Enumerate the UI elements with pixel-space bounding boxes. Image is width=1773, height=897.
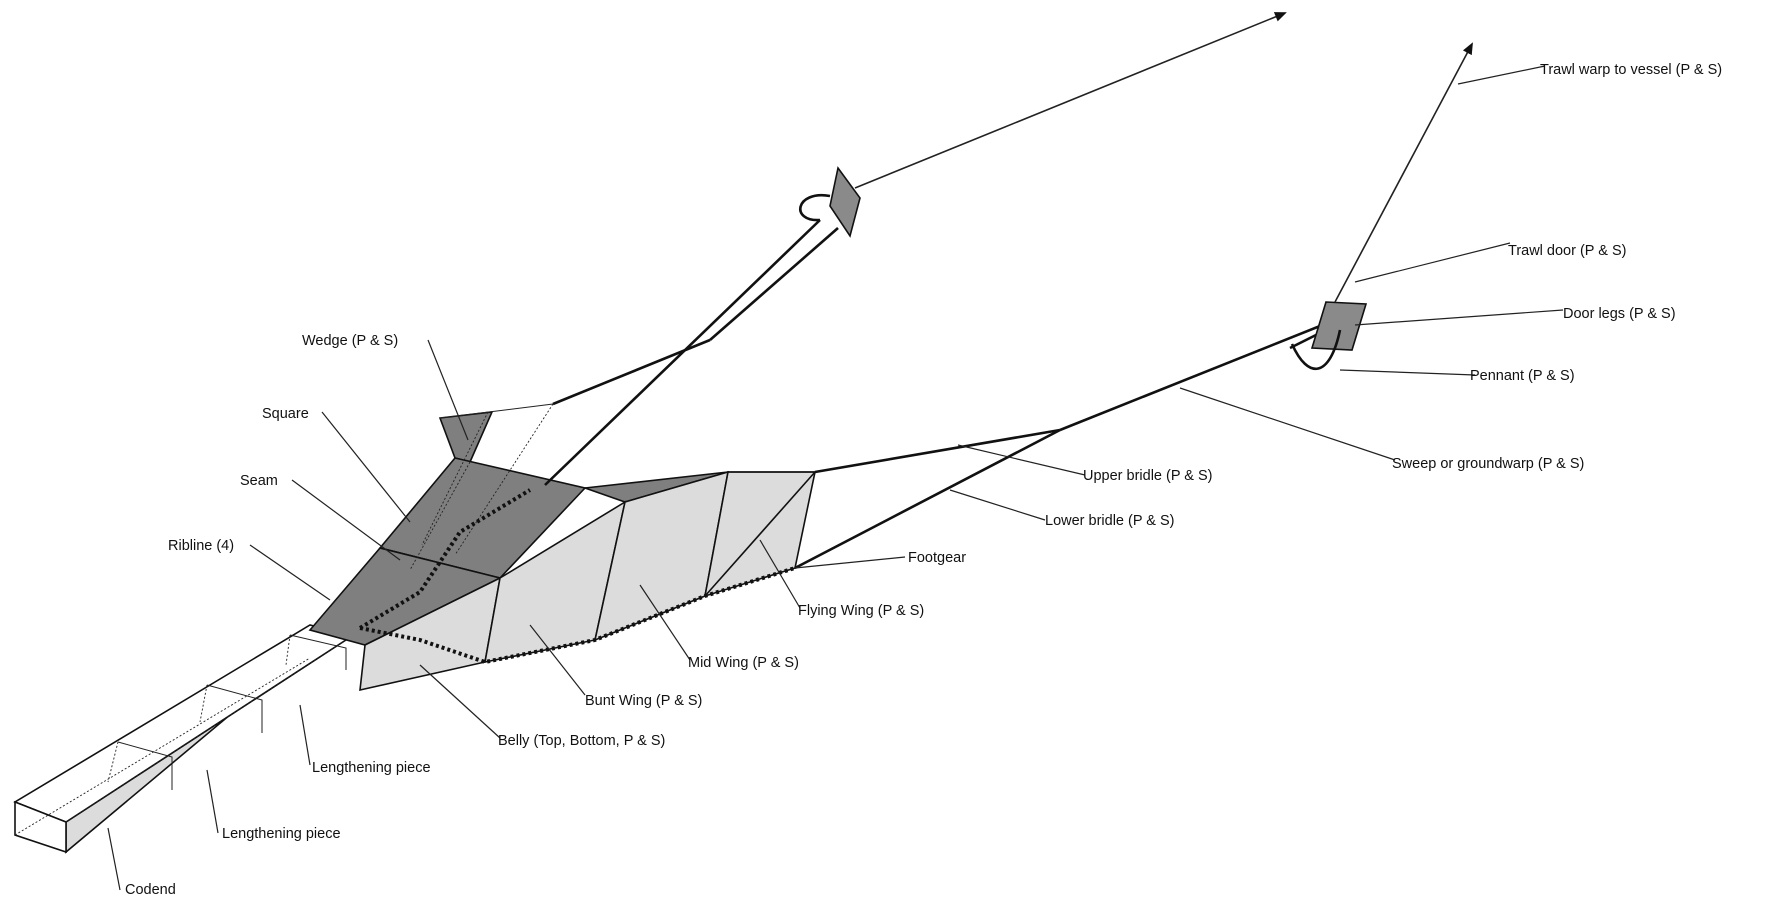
codend-tube [13,624,354,854]
tube-side-face [65,635,353,854]
leader-wedge [427,339,469,441]
leader-mid-wing [639,584,691,661]
leader-bunt-wing [529,624,586,696]
hidden-edge [421,411,489,546]
sweep-port [709,227,839,341]
label-footgear: Footgear [908,550,966,566]
lower-bridle-stbd [794,428,1061,570]
hidden-edge [107,741,119,783]
hidden-edge [409,461,471,571]
label-bunt-wing: Bunt Wing (P & S) [585,693,702,709]
hidden-edge [14,657,311,836]
label-lower-bridle: Lower bridle (P & S) [1045,513,1174,529]
leader-door-legs [1354,309,1564,326]
label-flying-wing: Flying Wing (P & S) [798,603,924,619]
tube-end-face [14,800,67,854]
leader-codend [107,827,121,891]
labels: Trawl warp to vessel (P & S) Trawl door … [125,62,1722,897]
trawl-door-stbd [1310,301,1368,351]
label-trawl-warp: Trawl warp to vessel (P & S) [1540,62,1722,78]
leader-trawl-warp [1457,65,1546,85]
leader-seam [291,479,401,561]
starboard-rigging [794,42,1473,570]
leader-belly [419,664,501,739]
trawl-warp-stbd [1334,42,1473,303]
pennant-port [799,193,831,222]
label-ribline: Ribline (4) [168,538,234,554]
label-square: Square [262,406,309,422]
sweep-stbd [1059,316,1341,432]
pennant-stbd [1290,329,1342,371]
leader-sweep [1179,387,1396,461]
section-divider [206,684,263,733]
hidden-edge [65,635,353,823]
leader-lower-bridle [949,489,1046,521]
port-rigging [439,12,1287,486]
section-divider [289,634,347,670]
leader-trawl-door [1354,242,1511,283]
footgear-line [359,566,796,665]
leader-lines [107,65,1564,891]
headline-dotted [358,488,532,630]
leader-footgear [794,556,906,569]
label-lengthening-piece-1: Lengthening piece [312,760,431,776]
label-door-legs: Door legs (P & S) [1563,306,1676,322]
trawl-warp-port [854,12,1287,189]
lower-bridle-port [544,219,821,486]
tube-top-face [13,624,354,823]
upper-bridle-stbd [814,428,1061,474]
leader-lengthening-1 [299,704,311,766]
hidden-edge [285,634,291,666]
leader-pennant [1339,369,1476,376]
leader-square [321,411,411,523]
label-wedge: Wedge (P & S) [302,333,398,349]
trawl-door-port [829,166,861,238]
leader-flying-wing [759,539,801,609]
label-pennant: Pennant (P & S) [1470,368,1575,384]
label-seam: Seam [240,473,278,489]
label-lengthening-piece-2: Lengthening piece [222,826,341,842]
leader-ribline [249,544,331,601]
leader-upper-bridle [957,444,1086,476]
label-upper-bridle: Upper bridle (P & S) [1083,468,1212,484]
leader-lengthening-2 [206,769,219,834]
panel-edge [704,471,816,597]
label-mid-wing: Mid Wing (P & S) [688,655,799,671]
label-belly: Belly (Top, Bottom, P & S) [498,733,665,749]
label-trawl-door: Trawl door (P & S) [1508,243,1626,259]
section-divider [117,741,173,790]
label-codend: Codend [125,882,176,897]
label-sweep: Sweep or groundwarp (P & S) [1392,456,1584,472]
